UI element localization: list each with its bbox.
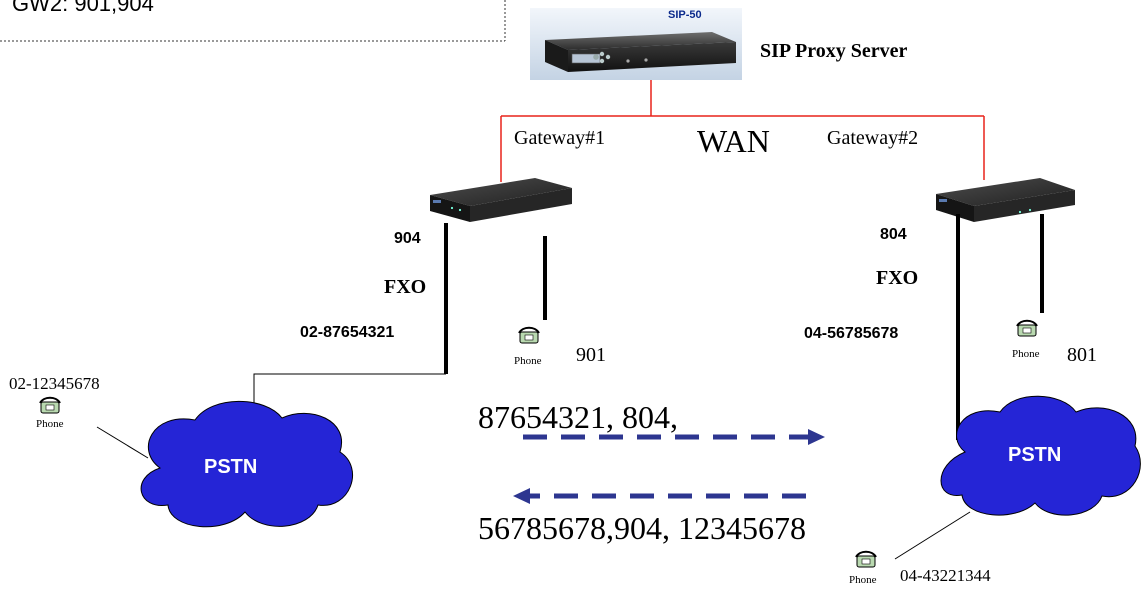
gateway1-port: 904 — [394, 230, 421, 247]
dial-forward-sequence: 87654321, 804, — [478, 399, 678, 435]
phone-caption: Phone — [514, 355, 542, 367]
sip-server-label: SIP Proxy Server — [760, 40, 908, 62]
sip-badge: SIP-50 — [668, 9, 702, 21]
phone-icon — [518, 326, 540, 344]
gateway1-phone-ext: 901 — [576, 344, 606, 366]
wan-label: WAN — [697, 123, 770, 159]
trunk-lines — [96, 214, 1044, 560]
gateway2-icon — [936, 178, 1075, 222]
pstn-left-label: PSTN — [204, 456, 258, 478]
gateway2-label: Gateway#2 — [827, 127, 919, 149]
phone-icon — [39, 396, 61, 414]
forward-dial-arrow — [523, 429, 825, 445]
pstn-right-phone-number: 04-43221344 — [900, 566, 991, 585]
pstn-left-phone-number: 02-12345678 — [9, 374, 100, 393]
pstn-left-cloud — [140, 400, 354, 528]
gateway2-phone-ext: 801 — [1067, 344, 1097, 366]
phone-caption: Phone — [36, 418, 64, 430]
gateway1-type: FXO — [384, 276, 427, 298]
gateway2-port: 804 — [880, 226, 907, 243]
gateway1-number: 02-87654321 — [300, 324, 395, 341]
note-text: GW2: 901,904 — [12, 0, 154, 16]
phone-caption: Phone — [1012, 348, 1040, 360]
pstn-right-label: PSTN — [1008, 444, 1062, 466]
phone-caption: Phone — [849, 574, 877, 586]
pstn-right-cloud — [940, 395, 1141, 516]
back-dial-arrow — [513, 488, 806, 504]
gateway1-label: Gateway#1 — [514, 127, 606, 149]
dial-back-sequence: 56785678,904, 12345678 — [478, 510, 806, 546]
sip-server-icon — [530, 8, 742, 80]
note-box — [0, 0, 506, 42]
gateway2-type: FXO — [876, 267, 919, 289]
phone-icon — [855, 550, 877, 568]
gateway2-number: 04-56785678 — [804, 325, 899, 342]
sip-links — [500, 80, 985, 182]
gateway1-icon — [430, 178, 572, 222]
phone-icon — [1016, 319, 1038, 337]
